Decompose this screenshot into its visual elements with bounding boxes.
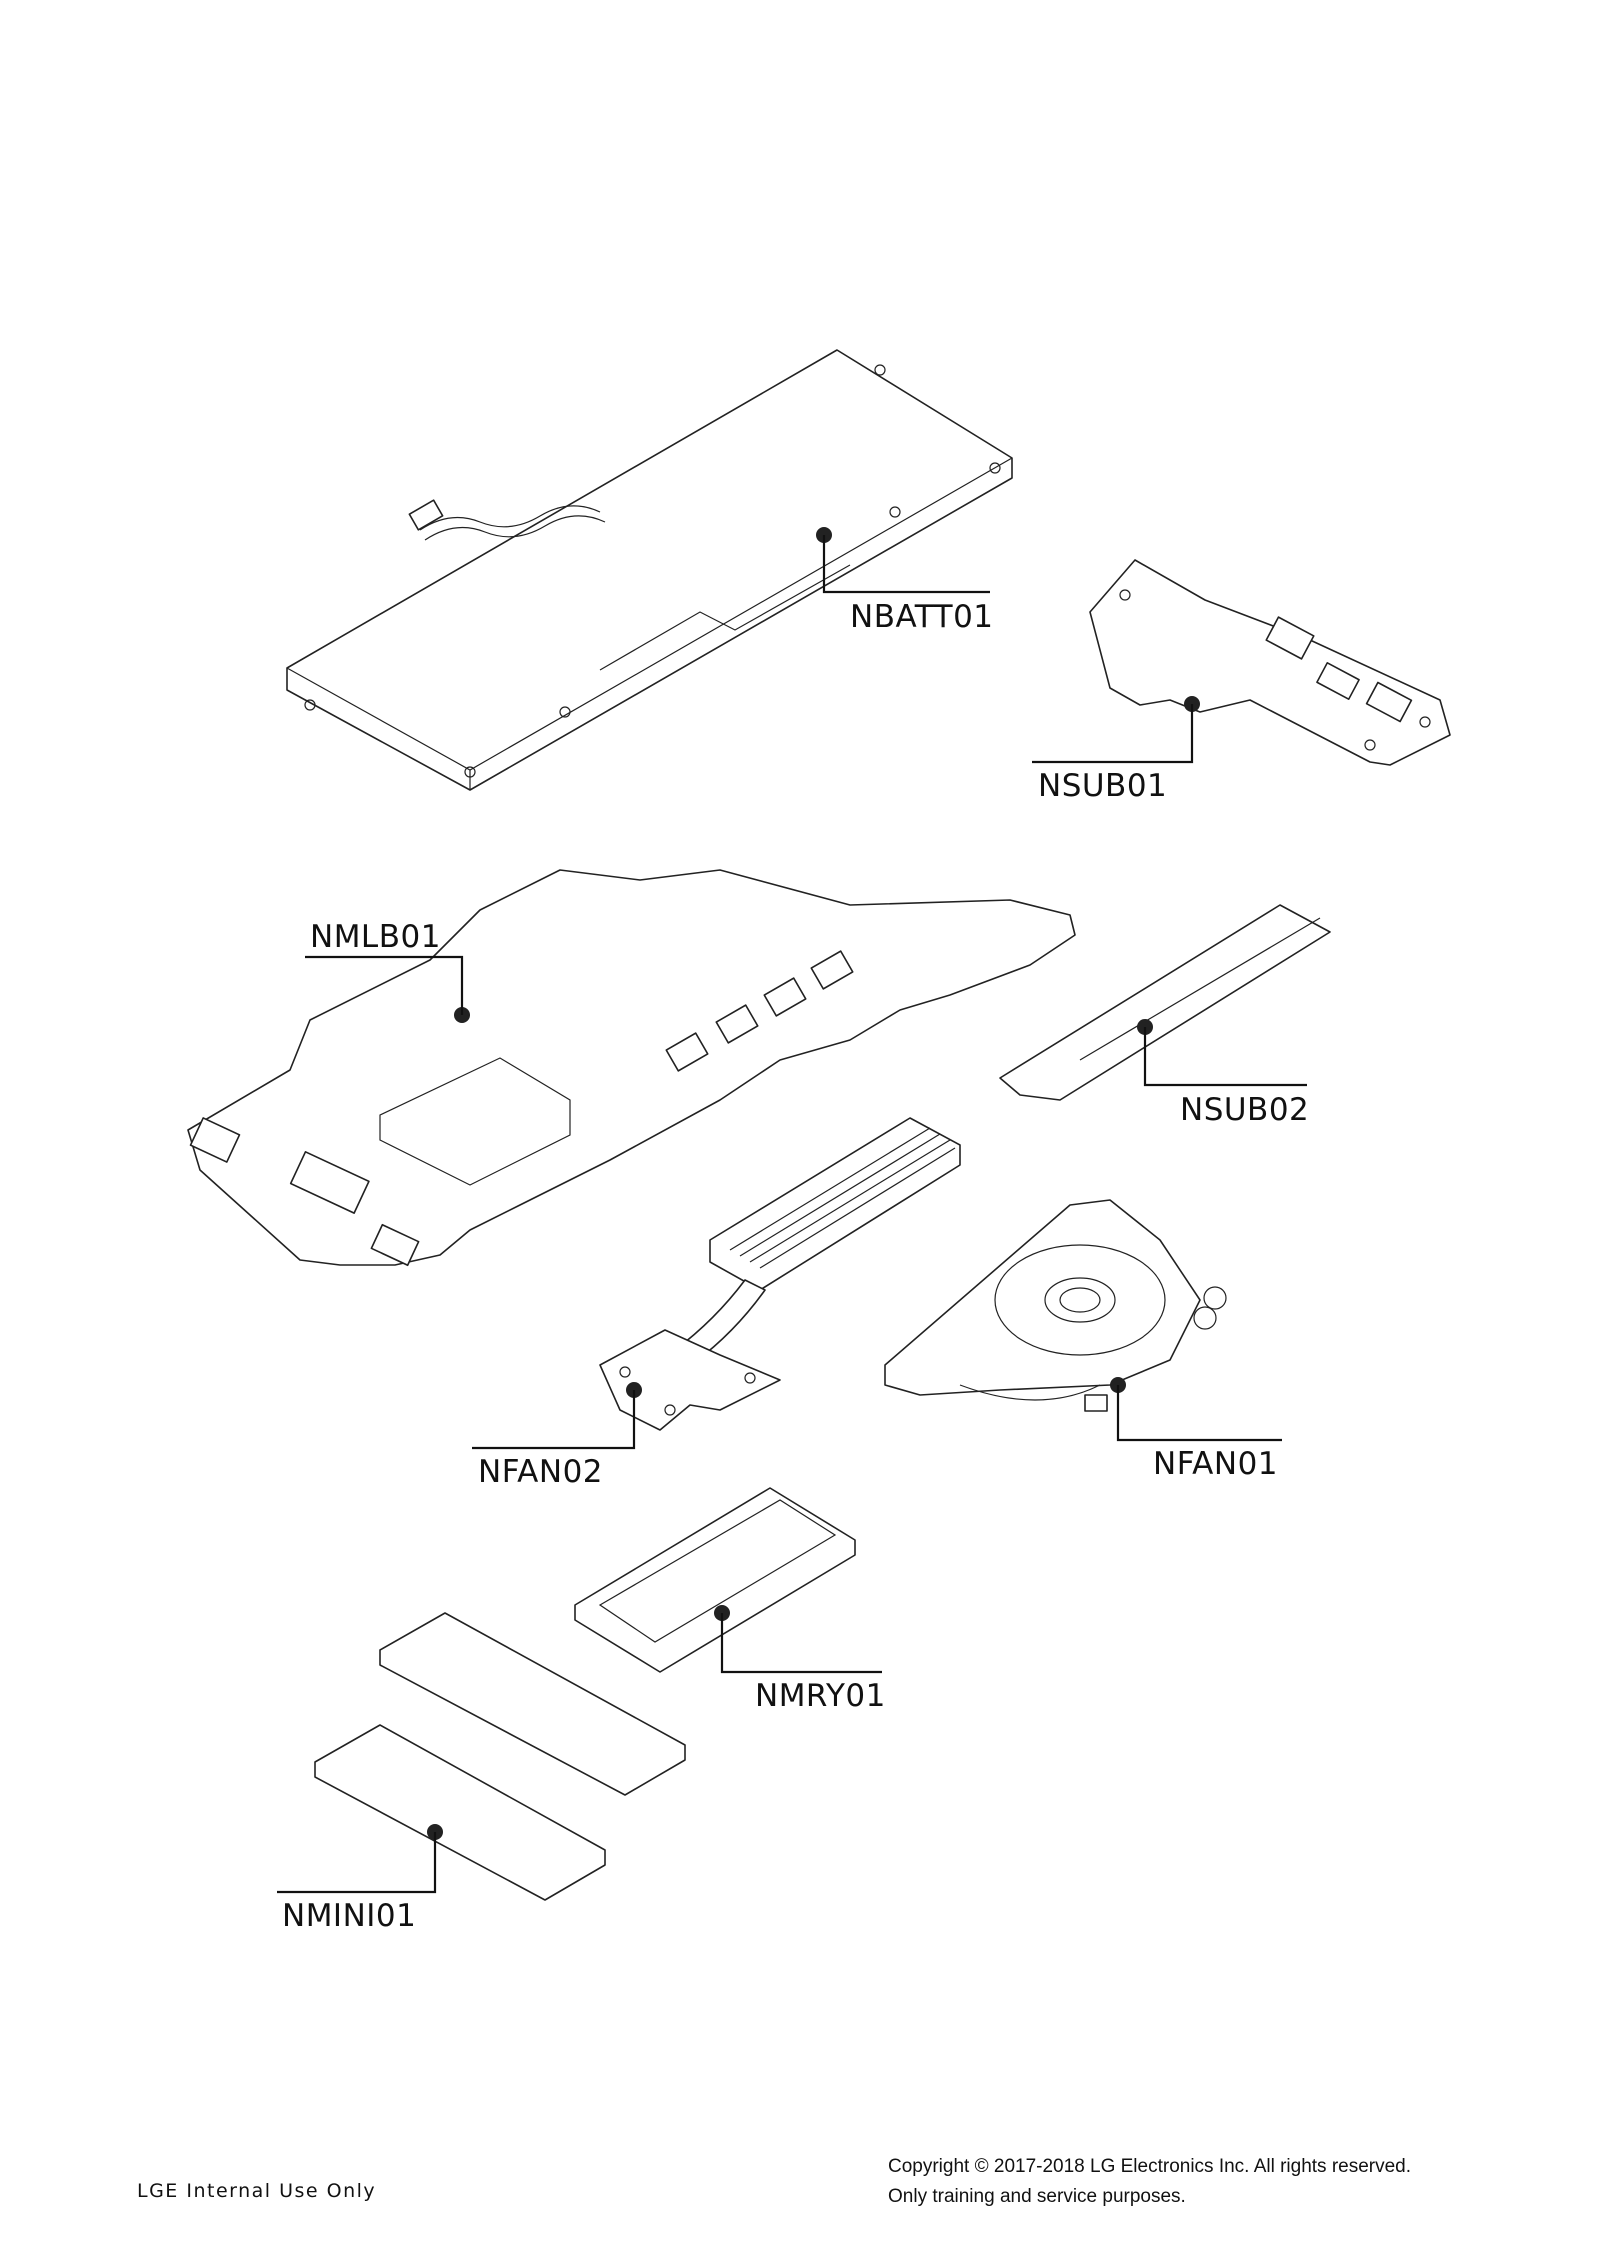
leader-nmry01 [714, 1605, 882, 1674]
battery-part [286, 349, 1013, 791]
main-board-part [187, 869, 1076, 1267]
label-nbatt01: NBATT01 [850, 599, 994, 635]
ssd-module-top-part [379, 1612, 686, 1796]
fan-part [884, 1199, 1227, 1412]
copyright-block: Copyright © 2017-2018 LG Electronics Inc… [888, 2152, 1411, 2212]
copyright-text: Copyright © 2017-2018 LG Electronics Inc… [888, 2156, 1412, 2177]
sub-board-nsub01-part [1089, 559, 1451, 766]
ssd-module-bottom-part [314, 1724, 606, 1901]
leader-nsub02 [1137, 1019, 1307, 1087]
label-nfan01: NFAN01 [1153, 1446, 1278, 1482]
leader-nmlb01 [305, 955, 470, 1023]
label-nfan02: NFAN02 [478, 1454, 603, 1490]
purpose-text: Only training and service purposes. [888, 2186, 1186, 2207]
leader-nmini01 [277, 1824, 443, 1894]
leader-nfan02 [472, 1382, 642, 1450]
label-nmini01: NMINI01 [282, 1898, 416, 1934]
label-nsub02: NSUB02 [1180, 1092, 1309, 1128]
sub-board-nsub02-part [999, 904, 1331, 1101]
label-nsub01: NSUB01 [1038, 768, 1167, 804]
leader-nsub01 [1032, 696, 1200, 764]
internal-use-notice: LGE Internal Use Only [137, 2180, 377, 2202]
memory-module-part [574, 1487, 856, 1673]
label-nmry01: NMRY01 [755, 1678, 886, 1714]
heatsink-part [599, 1117, 961, 1431]
leader-nfan01 [1110, 1377, 1282, 1442]
label-nmlb01: NMLB01 [310, 919, 441, 955]
leader-nbatt01 [816, 527, 990, 594]
